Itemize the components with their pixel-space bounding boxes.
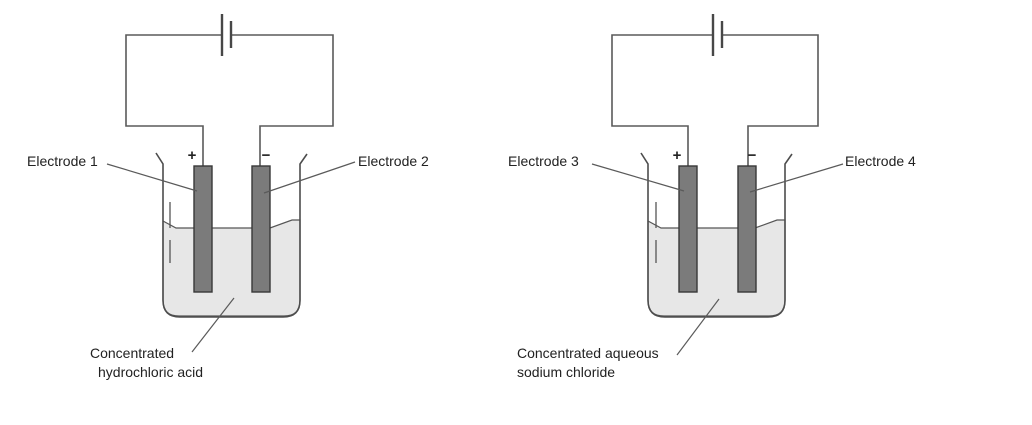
electrode-3-label: Electrode 3 bbox=[508, 153, 579, 169]
electrode-2-label: Electrode 2 bbox=[358, 153, 429, 169]
leader-electrode-4 bbox=[749, 163, 844, 193]
electrode-4-label: Electrode 4 bbox=[845, 153, 916, 169]
leader-electrode-3 bbox=[591, 163, 685, 192]
leader-electrode-2 bbox=[263, 161, 356, 194]
electrode-3-bar bbox=[678, 165, 698, 293]
leader-solution-cell1 bbox=[191, 297, 235, 353]
solution-label-cell1-line1: Concentrated bbox=[90, 345, 175, 361]
leader-electrode-1 bbox=[106, 163, 198, 192]
minus-sign-cell2: − bbox=[747, 147, 757, 164]
plus-sign-cell2: + bbox=[672, 147, 682, 164]
solution-label-cell1-line2: hydrochloric acid bbox=[98, 364, 204, 380]
electrode-1-bar bbox=[193, 165, 213, 293]
beaker-cell1 bbox=[155, 152, 308, 318]
electrode-2-bar bbox=[251, 165, 271, 293]
solution-label-cell2-line2: sodium chloride bbox=[517, 364, 616, 380]
minus-sign-cell1: − bbox=[261, 147, 271, 164]
plus-sign-cell1: + bbox=[187, 147, 197, 164]
cell-1-hydrochloric-acid bbox=[106, 14, 356, 353]
electrode-4-bar bbox=[737, 165, 757, 293]
wire-right-cell1 bbox=[231, 34, 334, 166]
leader-solution-cell2 bbox=[676, 298, 720, 356]
solution-label-cell1: Concentrated hydrochloric acid bbox=[90, 344, 203, 382]
wire-right-cell2 bbox=[722, 34, 819, 166]
wire-left-cell1 bbox=[125, 34, 222, 166]
cell-2-sodium-chloride bbox=[591, 14, 844, 356]
solution-label-cell2: Concentrated aqueous sodium chloride bbox=[517, 344, 659, 382]
electrode-1-label: Electrode 1 bbox=[27, 153, 98, 169]
beaker-cell2 bbox=[640, 152, 793, 318]
solution-label-cell2-line1: Concentrated aqueous bbox=[517, 345, 659, 361]
wire-left-cell2 bbox=[611, 34, 713, 166]
